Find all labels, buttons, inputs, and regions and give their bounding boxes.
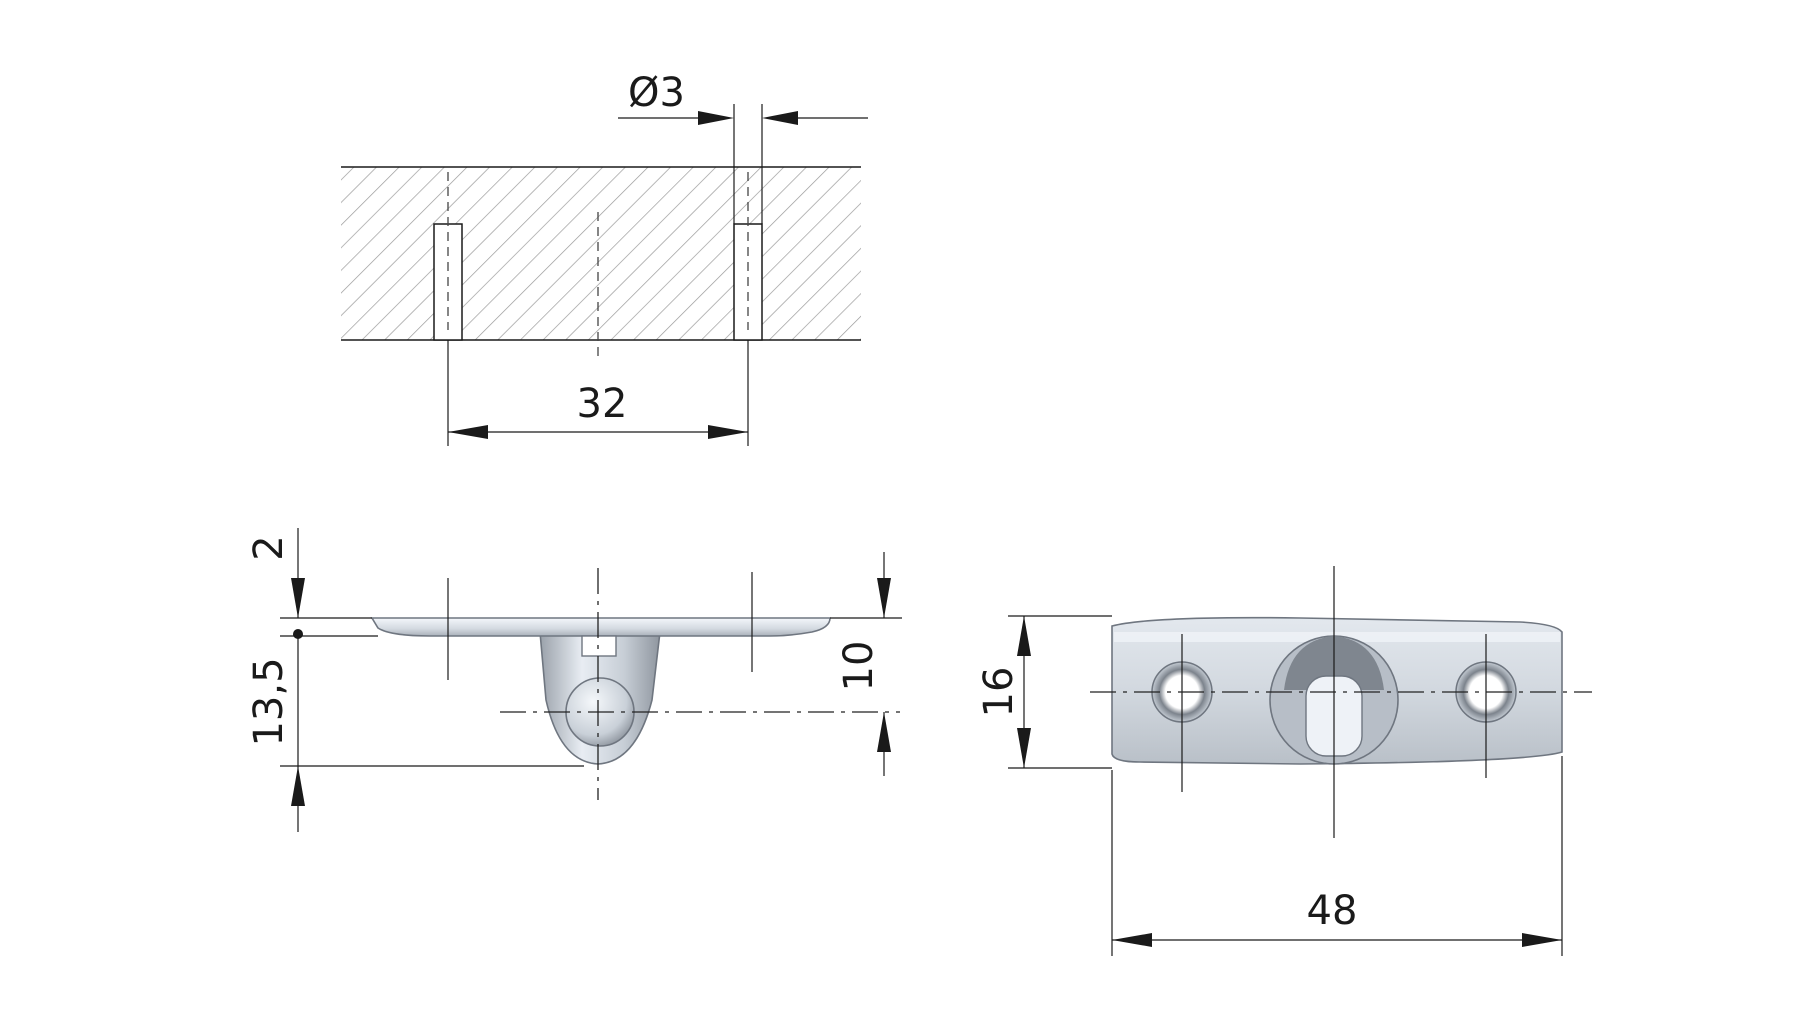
dim-hole-spacing: 32 (577, 381, 628, 427)
dim-plate-thickness: 2 (246, 535, 292, 560)
arrow-thickness-top (291, 578, 305, 618)
side-plate (370, 617, 831, 637)
dim-dot (293, 629, 303, 639)
side-slot (581, 635, 617, 657)
dia-arrow-right (762, 111, 798, 125)
dia-arrow-left (698, 111, 734, 125)
side-view: 2 13,5 10 (246, 528, 902, 832)
arrow-pivot-bottom (877, 712, 891, 752)
spacing-arrow-right (708, 425, 748, 439)
workpiece-section (341, 167, 861, 340)
dim-hole-diameter: Ø3 (628, 70, 685, 116)
dim-pivot-height: 10 (836, 641, 882, 692)
arrow-length-right (1522, 933, 1562, 947)
arrow-width-bottom (1017, 728, 1031, 768)
drill-section-view: Ø3 32 (341, 70, 868, 446)
dim-width: 16 (976, 667, 1022, 718)
arrow-width-top (1017, 616, 1031, 656)
dim-length: 48 (1307, 888, 1358, 934)
arrow-height-bottom (291, 766, 305, 806)
front-view: 16 48 (976, 566, 1592, 956)
arrow-pivot-top (877, 578, 891, 618)
dim-total-height: 13,5 (246, 657, 292, 746)
spacing-arrow-left (448, 425, 488, 439)
arrow-length-left (1112, 933, 1152, 947)
